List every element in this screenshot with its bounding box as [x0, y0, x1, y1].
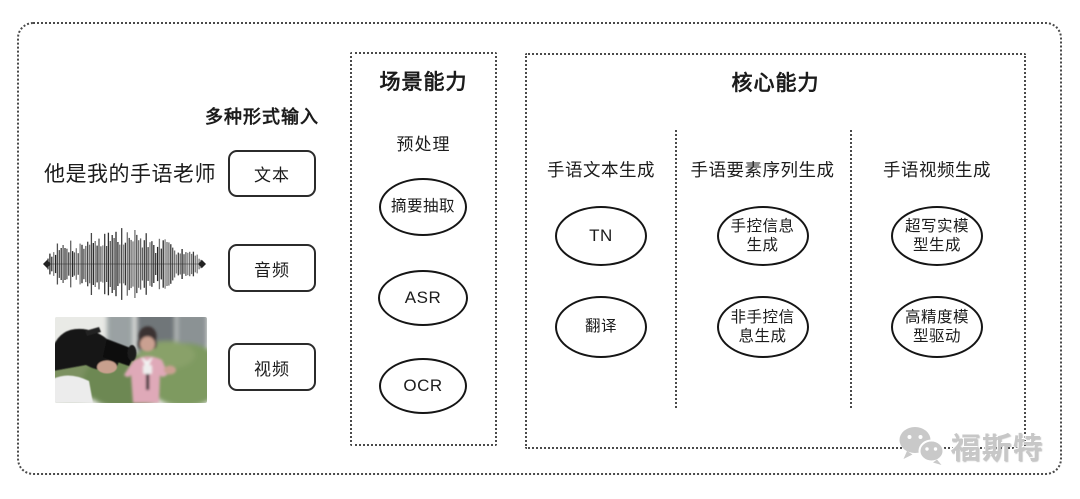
scene-panel-title: 场景能力	[379, 71, 468, 94]
sample-sentence-text: 他是我的手语老师	[44, 163, 216, 186]
column-header: 手语文本生成	[547, 160, 655, 180]
preprocess-label: 预处理	[396, 135, 451, 154]
column-header: 手语视频生成	[883, 160, 991, 180]
column-divider-1	[675, 130, 677, 408]
column-header: 手语要素序列生成	[690, 160, 835, 180]
core-column-element-sequence-generation: 手语要素序列生成 手控信息生成 非手控信息生成	[675, 55, 850, 447]
scene-capability-panel: 场景能力 预处理 摘要抽取 ASR OCR	[350, 52, 497, 446]
core-panel-title: 核心能力	[731, 72, 820, 95]
node-high-precision-model-driving: 高精度模型驱动	[891, 296, 983, 358]
column-divider-2	[850, 130, 852, 408]
core-column-video-generation: 手语视频生成 超写实模型生成 高精度模型驱动	[850, 55, 1024, 447]
waveform-icon	[43, 228, 206, 300]
node-tn: TN	[555, 206, 647, 266]
node-hyperreal-model-generation: 超写实模型生成	[891, 206, 983, 266]
audio-input-box: 音频	[228, 244, 316, 292]
audio-input-label: 音频	[254, 260, 290, 280]
node-asr: ASR	[378, 270, 468, 326]
node-ocr: OCR	[379, 358, 467, 414]
node-translation: 翻译	[555, 296, 647, 358]
core-capability-panel: 核心能力 手语文本生成 TN 翻译 手语要素序列生成 手控信息生成 非手控信息生…	[525, 53, 1026, 449]
node-non-manual-info-generation: 非手控信息生成	[716, 296, 809, 358]
wechat-icon	[899, 427, 945, 465]
core-column-text-generation: 手语文本生成 TN 翻译	[527, 55, 675, 447]
node-summary-extraction: 摘要抽取	[379, 178, 467, 236]
video-input-box: 视频	[228, 343, 316, 391]
video-input-label: 视频	[254, 359, 290, 379]
watermark: 福斯特	[898, 424, 1044, 468]
text-input-label: 文本	[254, 166, 290, 185]
watermark-brand-text: 福斯特	[951, 433, 1045, 465]
audio-waveform	[42, 224, 207, 304]
input-section-header: 多种形式输入	[205, 107, 319, 127]
node-manual-info-generation: 手控信息生成	[716, 206, 809, 266]
diagram-outer-border	[17, 22, 1062, 475]
video-thumbnail	[55, 317, 207, 403]
news-photo-illustration	[55, 317, 207, 403]
text-input-box: 文本	[228, 150, 316, 197]
